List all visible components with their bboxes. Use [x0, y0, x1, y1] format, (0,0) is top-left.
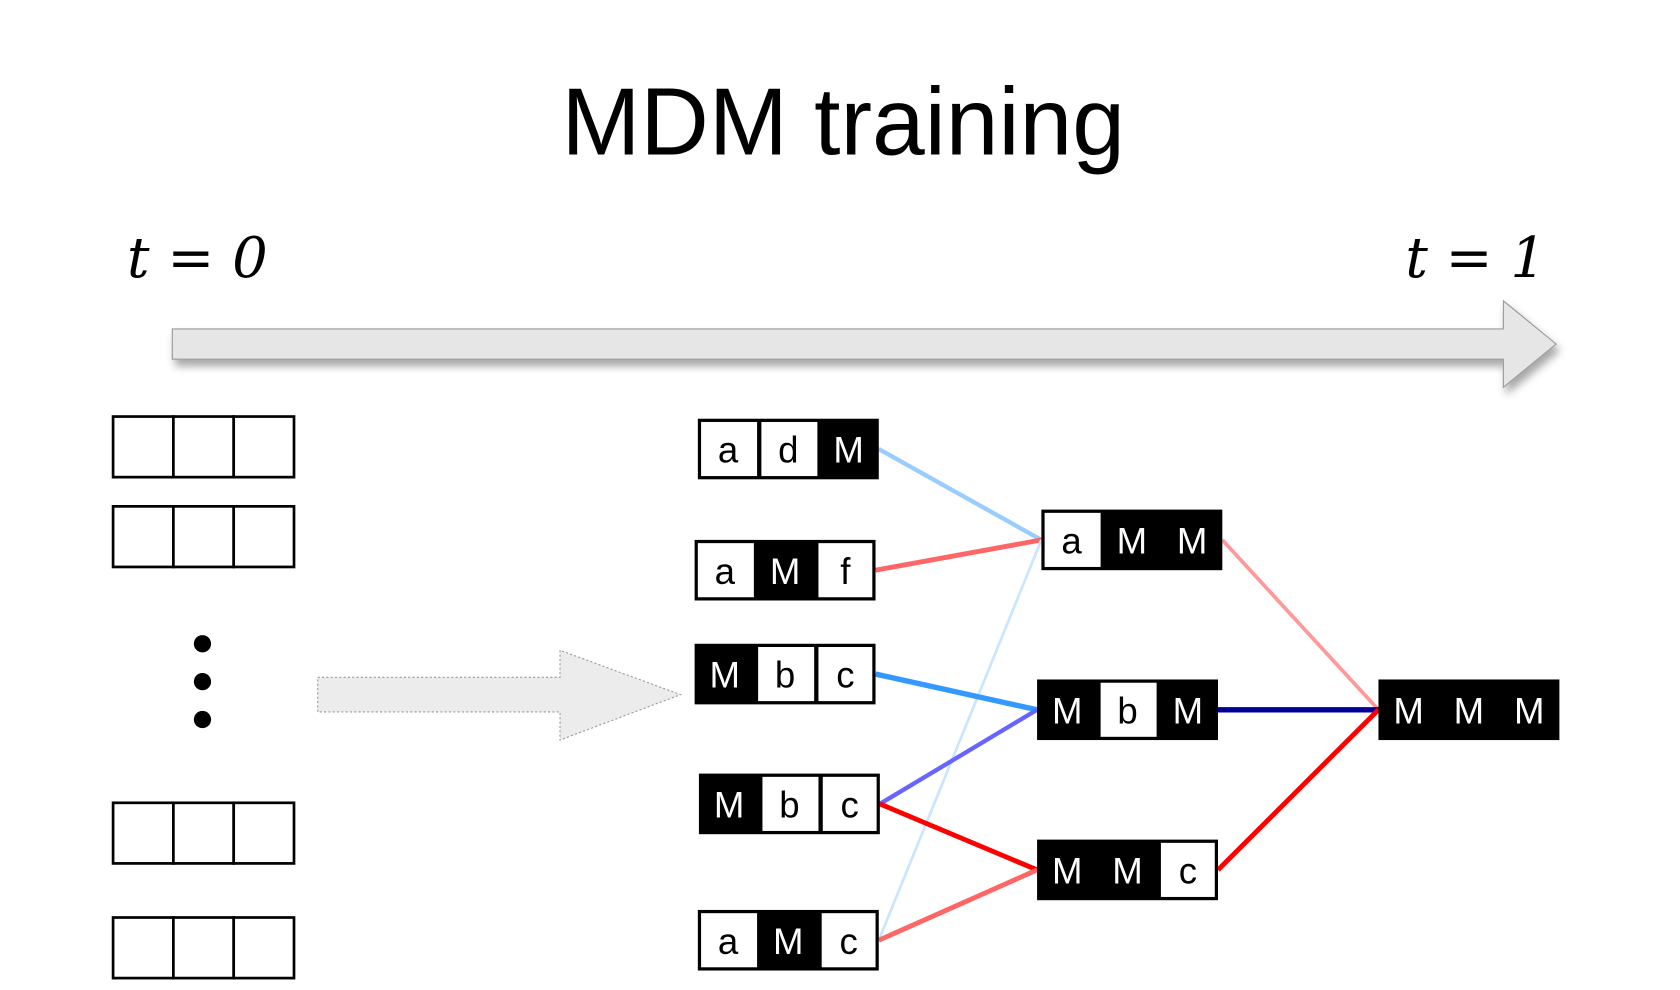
token-cell: [762, 776, 819, 831]
token: a: [715, 551, 736, 592]
empty-token-cell: [172, 505, 236, 569]
empty-sequences: [111, 415, 296, 980]
mask-token: M: [1514, 690, 1544, 731]
token-cell: [1160, 842, 1215, 897]
token-cell: [1044, 512, 1101, 567]
diagram-title: MDM training: [562, 70, 1125, 176]
empty-token-cell: [111, 415, 175, 479]
token-cell: [758, 647, 815, 702]
empty-token-cell: [172, 916, 236, 980]
token-cell: [697, 543, 754, 598]
empty-token-cell: [172, 415, 236, 479]
empty-token-cell: [232, 916, 296, 980]
t-end-label: t = 1: [1405, 226, 1546, 291]
token: a: [718, 921, 739, 962]
token-cell: [821, 913, 876, 968]
mask-token: M: [1052, 690, 1082, 731]
token: d: [778, 430, 798, 471]
transition-edge: [875, 537, 1042, 573]
transition-edge: [877, 447, 1043, 542]
token: b: [1117, 690, 1137, 731]
token: c: [839, 921, 857, 962]
empty-token-cell: [232, 801, 296, 865]
mask-token: M: [833, 430, 863, 471]
transition-edge: [877, 867, 1039, 943]
empty-token-cell: [111, 505, 175, 569]
token: a: [718, 430, 739, 471]
empty-token-cell: [111, 916, 175, 980]
mask-token: M: [1112, 850, 1142, 891]
mask-token: M: [1454, 690, 1484, 731]
transition-edge: [878, 801, 1039, 873]
mask-token: M: [1173, 690, 1203, 731]
empty-token-cell: [232, 505, 296, 569]
empty-sequence: [111, 801, 296, 865]
mask-token: M: [710, 655, 740, 696]
token: c: [1179, 850, 1197, 891]
mask-token: M: [770, 551, 800, 592]
t-start-label: t = 0: [127, 226, 268, 291]
token-cell: [818, 647, 873, 702]
transition-edge: [1216, 708, 1381, 872]
edges: [874, 447, 1381, 943]
mask-token: M: [1117, 520, 1147, 561]
empty-sequence: [111, 505, 296, 569]
empty-token-cell: [172, 801, 236, 865]
transition-edge: [1220, 538, 1380, 712]
empty-sequence: [111, 916, 296, 980]
token-cell: [701, 913, 758, 968]
time-arrow: [171, 299, 1558, 389]
masking-arrow: [317, 649, 683, 741]
mask-token: M: [1393, 690, 1423, 731]
mask-token: M: [773, 921, 803, 962]
empty-token-cell: [111, 801, 175, 865]
token-cell: [761, 421, 818, 477]
mask-token: M: [1052, 850, 1082, 891]
token-cell: [1100, 682, 1157, 737]
ellipsis-dots: [193, 635, 212, 729]
token: c: [836, 655, 854, 696]
token-cell: [818, 543, 873, 598]
token: b: [775, 655, 795, 696]
token: c: [841, 784, 859, 825]
mask-token: M: [1177, 520, 1207, 561]
token-cell: [822, 776, 877, 831]
token: a: [1061, 520, 1082, 561]
transition-edge: [874, 671, 1038, 713]
empty-sequence: [111, 415, 296, 479]
token: f: [840, 551, 851, 592]
transition-edge: [877, 539, 1043, 941]
token: b: [779, 784, 799, 825]
empty-token-cell: [232, 415, 296, 479]
sequence-frame: [1378, 679, 1560, 741]
mask-token: M: [714, 784, 744, 825]
token-cell: [701, 421, 758, 477]
transition-edge: [878, 707, 1039, 806]
